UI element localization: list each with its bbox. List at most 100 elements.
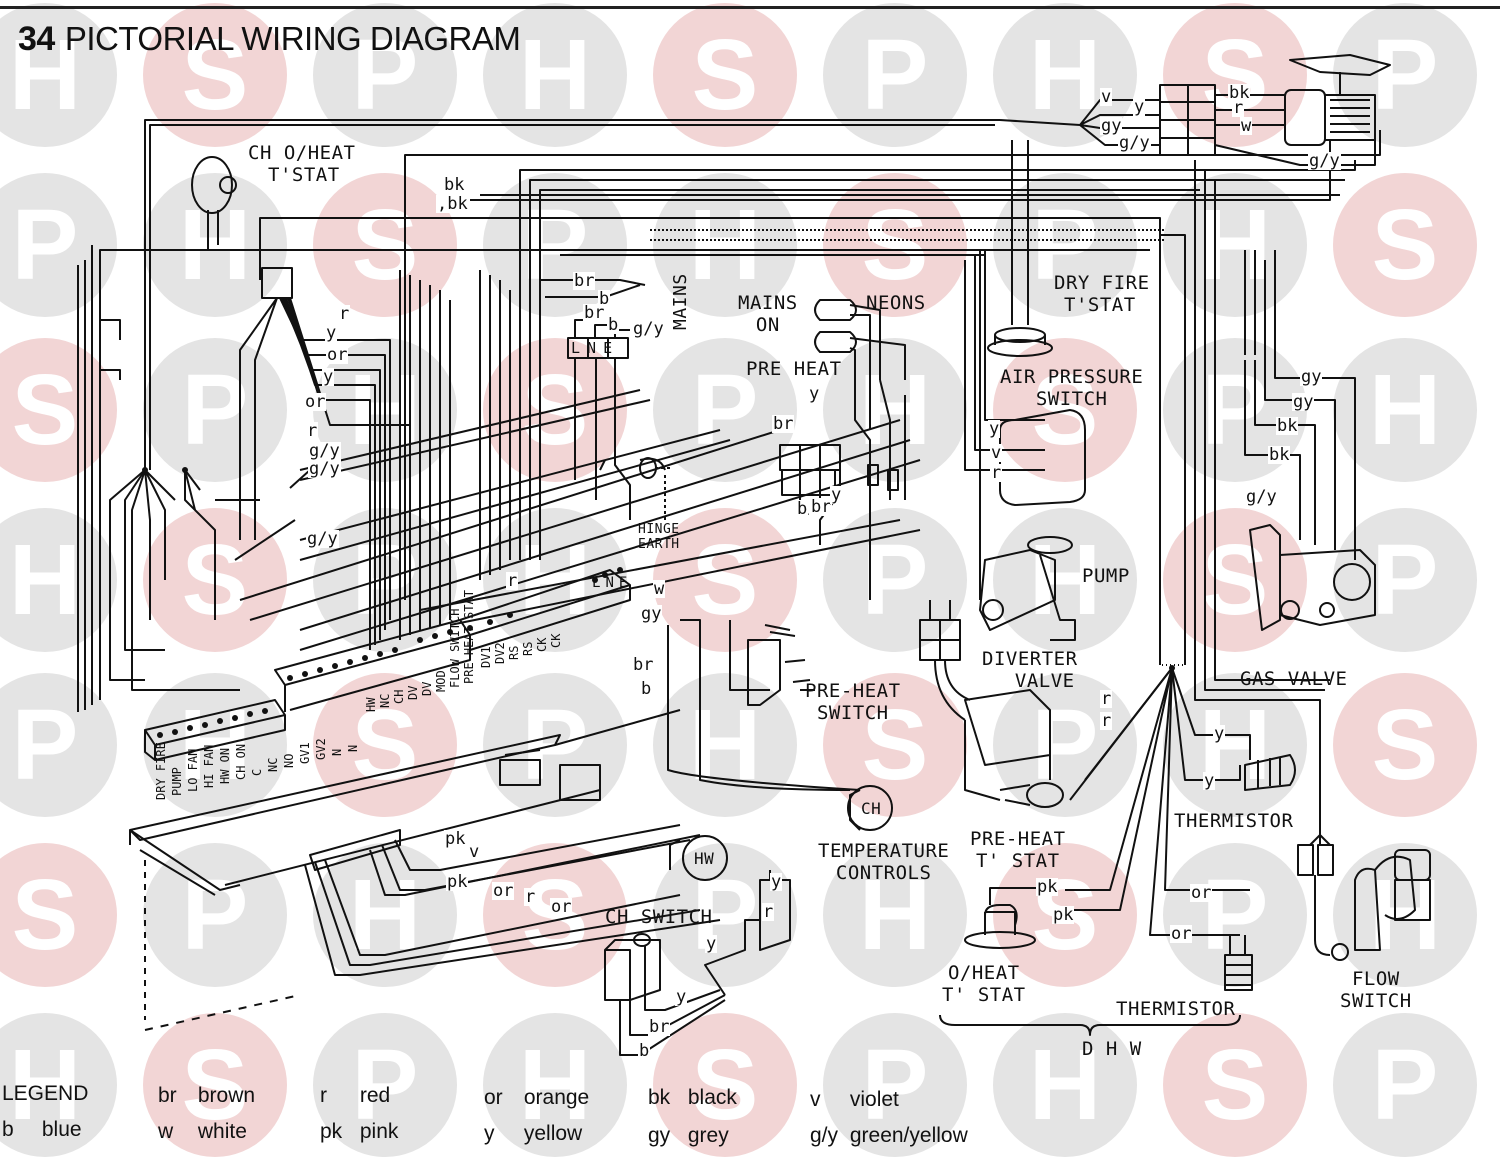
thermistor-ch-shape	[1244, 754, 1296, 791]
terminal-label-mid: FLOW SWITCH	[448, 608, 462, 688]
legend-code: or	[484, 1086, 503, 1109]
diagonal-wires	[239, 389, 921, 651]
label-hinge-earth: HINGE EARTH	[638, 522, 680, 552]
wire-label: w	[1240, 116, 1253, 136]
label-mains-on: MAINS ON	[738, 292, 798, 336]
wire-label: gy	[1100, 116, 1123, 136]
label-line: DIVERTER	[982, 648, 1078, 670]
wire-label: g/y	[306, 529, 339, 549]
label-line: T' STAT	[975, 850, 1060, 872]
legend-code: gy	[648, 1124, 671, 1147]
label-pump: PUMP	[1082, 565, 1130, 587]
air-pressure-switch-shape	[964, 250, 1086, 506]
wire-label: or	[1170, 924, 1193, 944]
dhw-brace	[939, 1014, 1241, 1036]
wire-label: r	[762, 902, 775, 922]
legend-code: v	[810, 1088, 821, 1111]
wire-label: pk	[1036, 877, 1059, 897]
terminal-dots	[142, 467, 1175, 738]
legend-item: b blue	[2, 1118, 82, 1142]
wire-label: y	[1203, 771, 1216, 791]
legend-item: br brown	[158, 1084, 255, 1108]
wire-label: y	[830, 485, 843, 505]
legend-name: brown	[197, 1084, 256, 1107]
legend-name: yellow	[523, 1122, 583, 1145]
terminal-label-left: LO FAN	[186, 748, 200, 792]
legend-code: pk	[320, 1120, 343, 1143]
terminal-label-left: NO	[282, 753, 296, 768]
wire-label: g/y	[1308, 151, 1341, 171]
wire-label: g/y	[632, 319, 665, 339]
legend-name: green/yellow	[849, 1124, 968, 1147]
label-line: AIR PRESSURE	[1000, 366, 1144, 388]
label-line: SWITCH	[1340, 990, 1412, 1012]
wire-label: g/y	[308, 441, 341, 461]
label-dry-fire-tstat: DRY FIRE T'STAT	[1054, 272, 1150, 316]
legend-title: LEGEND	[2, 1082, 89, 1105]
label-air-pressure-switch: AIR PRESSURE SWITCH	[1000, 366, 1143, 410]
label-pre-heat-neon: PRE HEAT	[746, 358, 842, 380]
wire-label: v	[990, 443, 1003, 463]
harness-right	[650, 229, 1186, 666]
label-line: T' STAT	[942, 984, 1026, 1006]
label-line: SWITCH	[1035, 388, 1108, 410]
terminal-label-left: GV2	[314, 738, 328, 760]
pcb-front-wires	[304, 824, 721, 976]
legend-name: blue	[41, 1118, 82, 1141]
wire-label: bk	[1228, 83, 1251, 103]
terminal-label-left: PUMP	[170, 767, 184, 796]
terminal-label-mid: DV	[420, 681, 434, 696]
wire-label: br	[583, 303, 606, 323]
terminal-label-left: CH ON	[234, 743, 248, 780]
legend-item: v violet	[810, 1088, 899, 1112]
label-neons: NEONS	[866, 292, 926, 314]
wire-label: bk	[1276, 416, 1299, 436]
terminal-l: L	[592, 575, 606, 591]
terminal-l: L	[571, 339, 588, 357]
pre-heat-tstat-shape	[999, 782, 1064, 808]
wire-label: gy	[1300, 367, 1323, 387]
label-mains: MAINS	[670, 273, 691, 330]
legend-code: br	[158, 1084, 177, 1107]
wire-label: r	[1100, 689, 1113, 709]
flow-switch-shape	[1297, 830, 1431, 961]
terminal-strip	[144, 569, 631, 761]
wire-label: r	[990, 463, 1003, 483]
label-line: PRE-HEAT	[970, 828, 1066, 850]
wire-label: pk	[446, 872, 469, 892]
section-number: 34	[18, 20, 55, 58]
terminal-label-left: GV1	[298, 742, 312, 764]
label-line: ON	[755, 314, 780, 336]
terminal-label-mid: NC	[378, 693, 392, 708]
legend-name: orange	[523, 1086, 590, 1109]
wire-label: w	[653, 579, 666, 599]
wire-label: r	[1100, 711, 1113, 731]
diverter-valve-shape	[919, 600, 1051, 801]
label-overheat-tstat: O/HEAT T' STAT	[942, 962, 1026, 1006]
wire-label: y	[322, 367, 335, 387]
legend-item: bk black	[648, 1086, 737, 1110]
top-rule	[0, 6, 1500, 9]
terminal-label-left: HI FAN	[202, 744, 216, 788]
label-ch-switch: CH SWITCH	[605, 906, 713, 928]
wire-label: b	[640, 679, 653, 699]
wire-label: r	[306, 421, 319, 441]
legend-item: pk pink	[320, 1120, 398, 1144]
hinge-earth-shape	[639, 457, 672, 520]
label-ch-dial: CH	[861, 799, 882, 818]
label-flow-switch: FLOW SWITCH	[1340, 968, 1412, 1012]
wire-label: y	[1133, 97, 1146, 117]
legend-name: red	[359, 1084, 391, 1107]
wire-label: y	[705, 934, 718, 954]
label-line: TEMPERATURE	[818, 840, 950, 862]
wire-label: b	[607, 315, 620, 335]
wire-label: br	[632, 655, 655, 675]
legend-item: r red	[320, 1084, 390, 1108]
wire-label: g/y	[1245, 487, 1278, 507]
harness-frame	[77, 119, 1381, 712]
legend-code: r	[320, 1084, 327, 1107]
label-line: T'STAT	[268, 164, 340, 186]
label-line: CH O/HEAT	[248, 142, 356, 164]
terminal-label-right: CK	[549, 633, 563, 648]
